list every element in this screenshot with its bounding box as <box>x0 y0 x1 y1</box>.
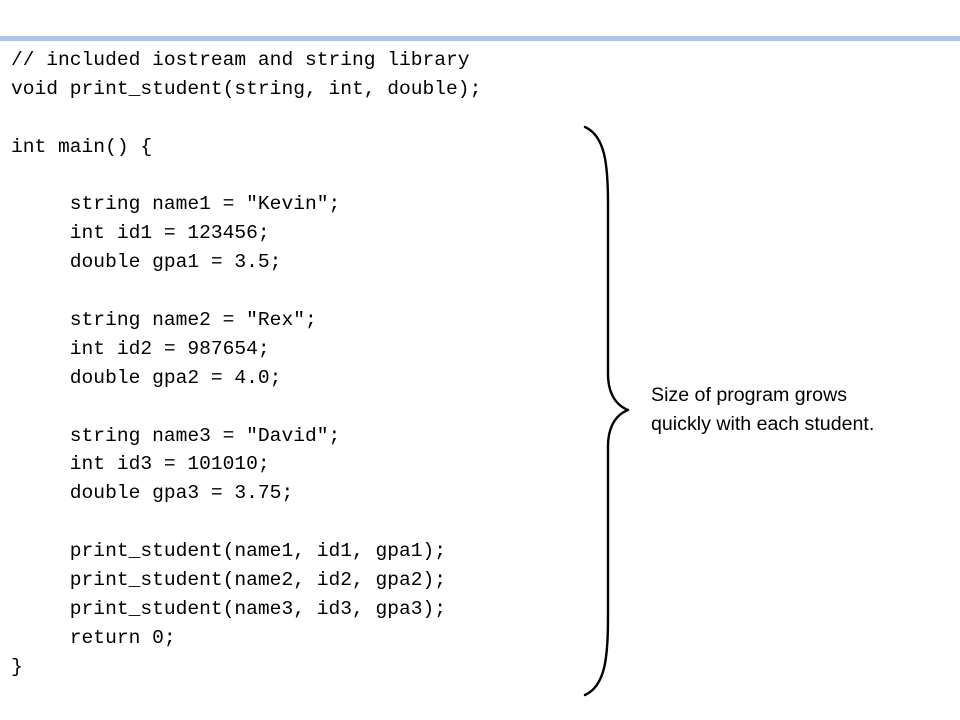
code-line: string name2 = "Rex"; <box>11 309 317 332</box>
code-line: void print_student(string, int, double); <box>11 77 482 100</box>
code-line: int id2 = 987654; <box>11 337 270 360</box>
right-curly-brace <box>583 125 630 697</box>
code-line: int id3 = 101010; <box>11 453 270 476</box>
code-line <box>11 277 601 306</box>
code-listing: // included iostream and string library … <box>11 46 601 682</box>
code-line <box>11 393 601 422</box>
code-line: double gpa3 = 3.75; <box>11 482 294 505</box>
code-line: double gpa2 = 4.0; <box>11 366 282 389</box>
annotation-line: quickly with each student. <box>651 413 875 435</box>
code-line: // included iostream and string library <box>11 49 470 71</box>
annotation-note: Size of program grows quickly with each … <box>651 381 951 439</box>
code-line: return 0; <box>11 626 176 649</box>
code-line: int id1 = 123456; <box>11 222 270 245</box>
code-line <box>11 508 601 537</box>
code-line: } <box>11 655 23 678</box>
code-line: string name3 = "David"; <box>11 424 341 447</box>
code-line: print_student(name3, id3, gpa3); <box>11 597 447 620</box>
code-line <box>11 162 601 191</box>
code-line: double gpa1 = 3.5; <box>11 251 282 274</box>
annotation-line: Size of program grows <box>651 384 848 406</box>
code-line <box>11 104 601 133</box>
slide-top-rule <box>0 36 960 41</box>
code-line: string name1 = "Kevin"; <box>11 193 341 216</box>
code-line: print_student(name1, id1, gpa1); <box>11 540 447 563</box>
code-line: print_student(name2, id2, gpa2); <box>11 569 447 592</box>
code-line: int main() { <box>11 135 153 158</box>
